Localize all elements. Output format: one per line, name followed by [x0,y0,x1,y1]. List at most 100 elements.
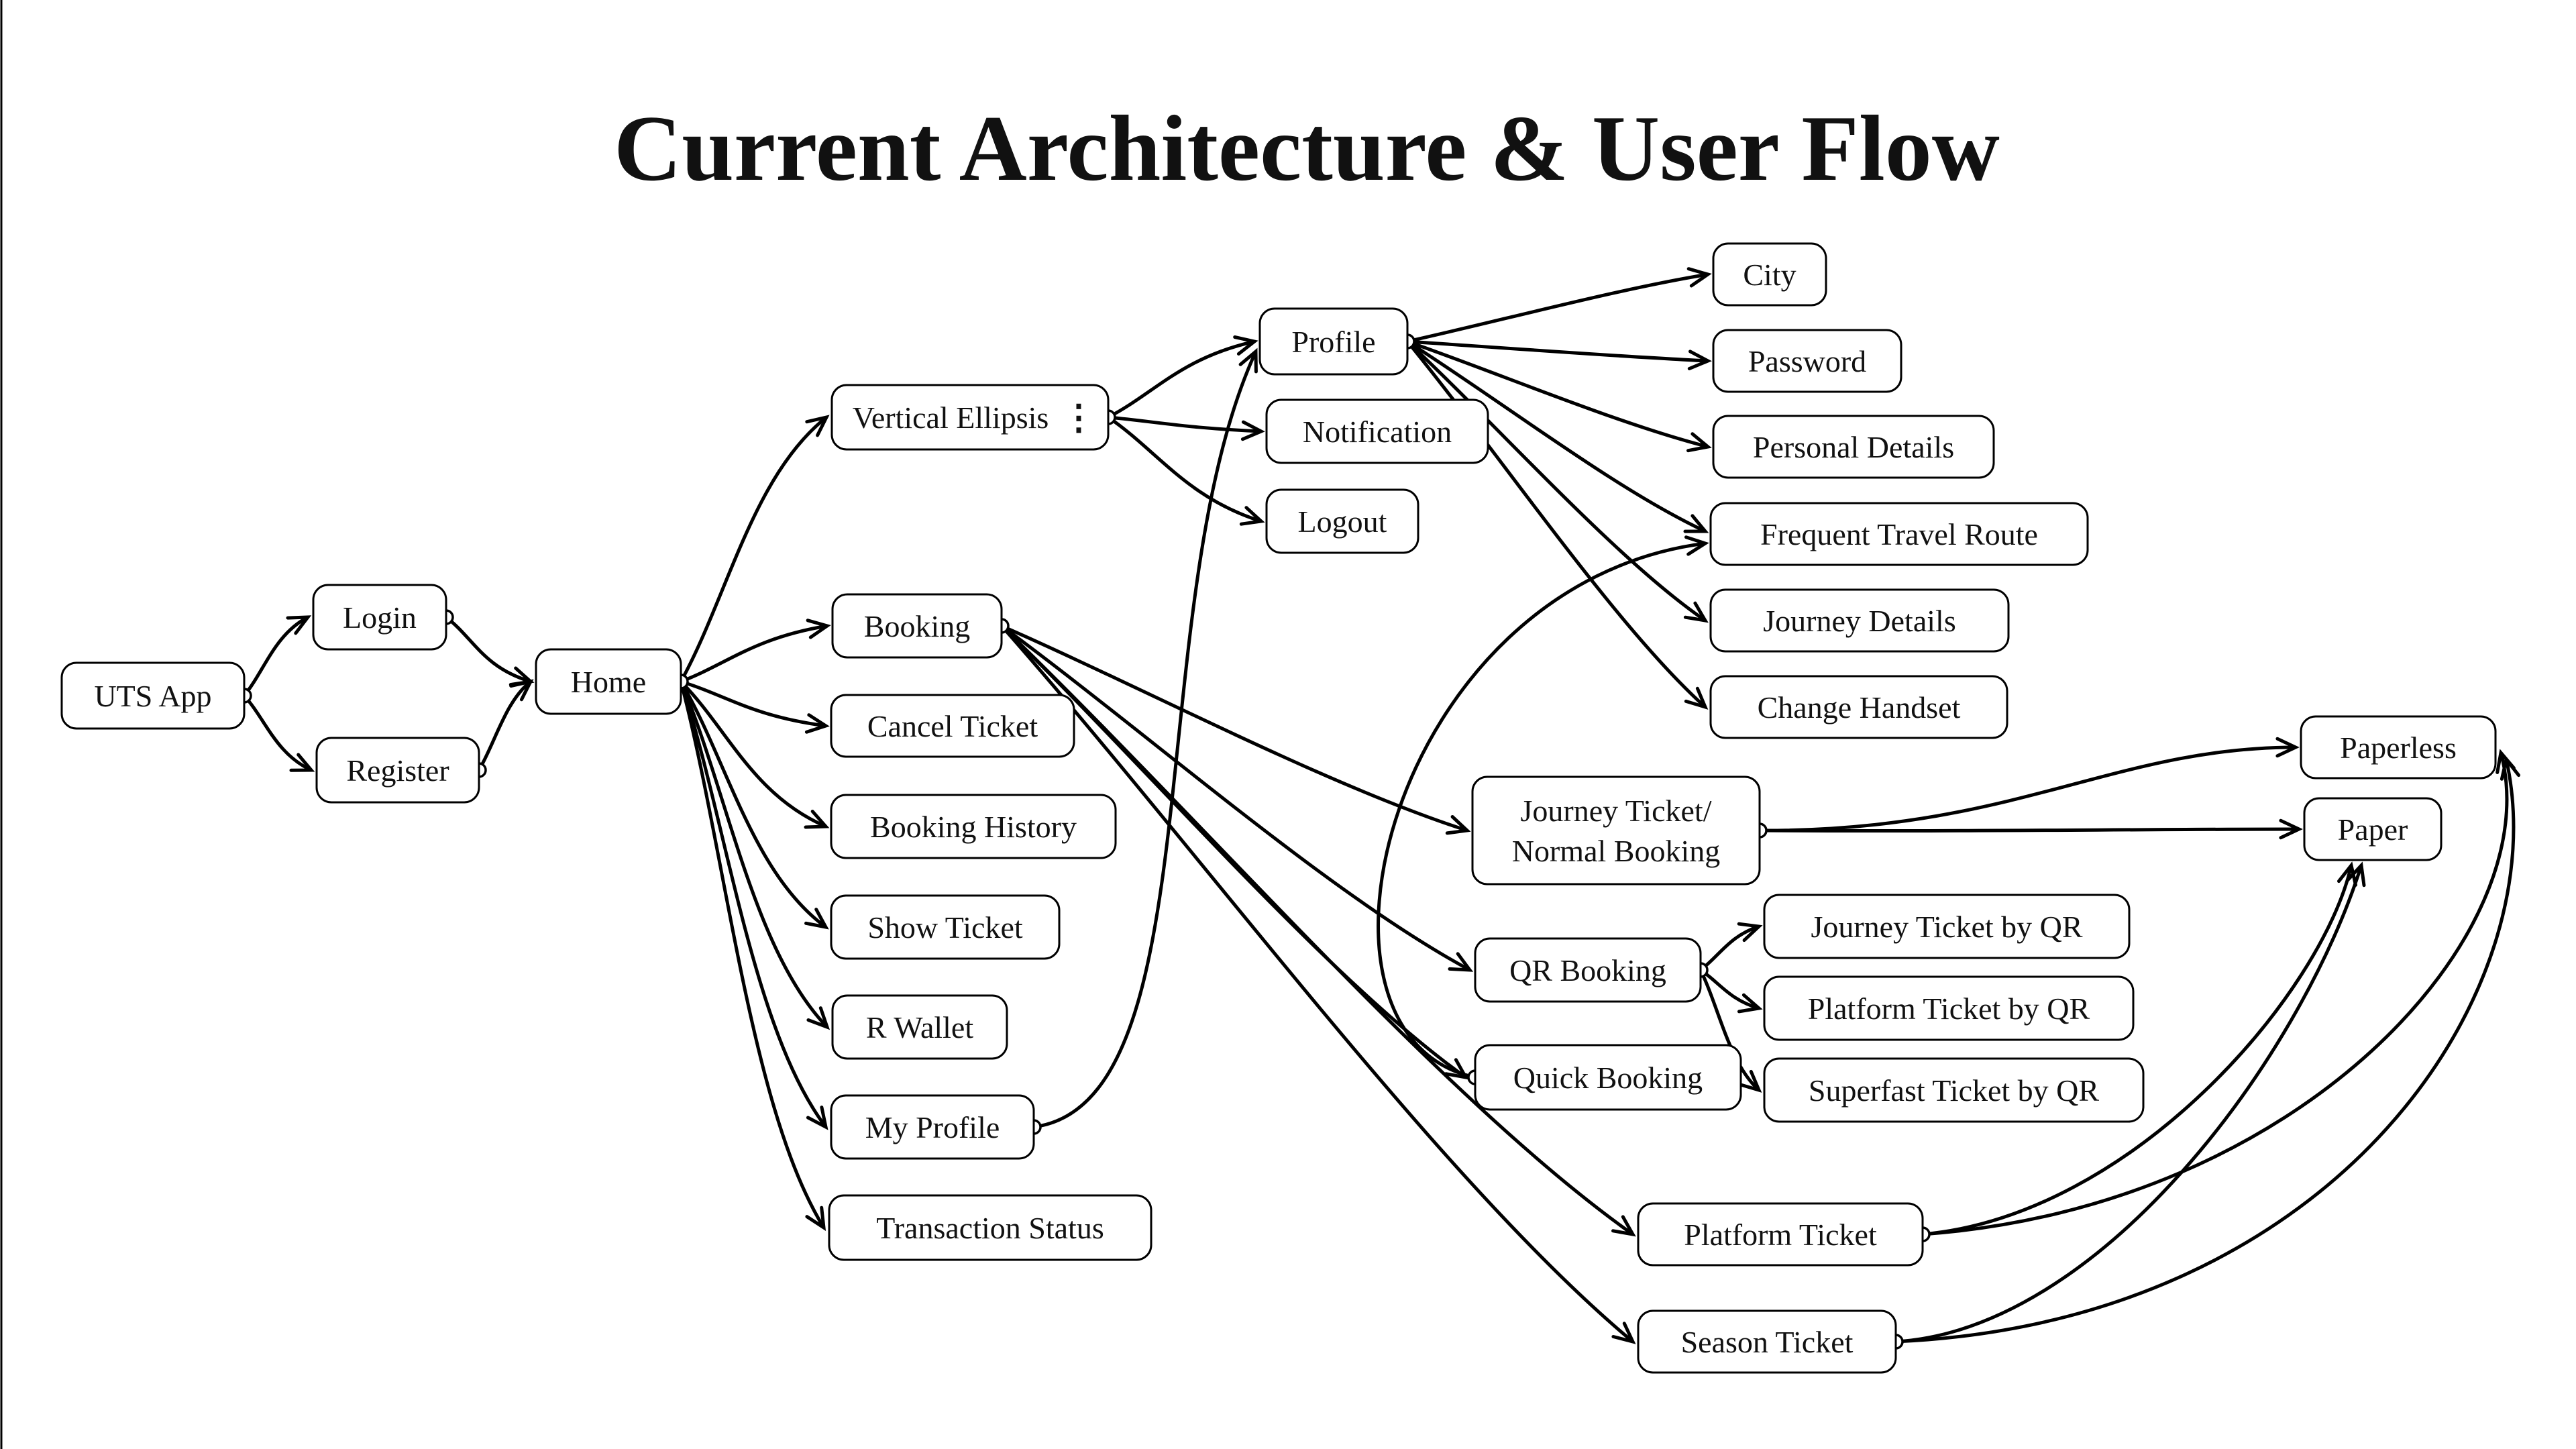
node-label: Quick Booking [1513,1061,1703,1095]
node-label: UTS App [94,679,211,713]
node-label: Password [1748,344,1866,378]
node-label: Change Handset [1758,690,1961,724]
node-box [1709,588,2010,653]
arrowhead-vertical-ellipsis [805,415,830,437]
edge-uts-app-to-login [243,615,309,697]
edge-home-to-transaction-status [679,681,826,1229]
node-home[interactable]: Home [535,648,682,715]
node-label: Booking [864,609,970,643]
node-box [830,794,1117,859]
node-frequent-travel-route[interactable]: Frequent Travel Route [1709,502,2089,566]
node-label: Paperless [2340,731,2457,765]
node-label: Frequent Travel Route [1760,517,2038,551]
arrowhead-paperless [2275,737,2300,758]
node-journey-ticket[interactable]: Journey Ticket/Normal Booking [1471,775,1761,885]
node-label-line2: Normal Booking [1512,834,1720,868]
node-box [2303,797,2443,861]
node-label: Logout [1298,504,1387,539]
node-label: Personal Details [1753,430,1954,464]
arrowhead-frequent-travel-route [1684,535,1709,556]
arrowhead-logout [1239,506,1265,526]
node-label: Login [343,600,417,635]
node-quick-booking[interactable]: Quick Booking [1474,1044,1742,1111]
arrowhead-frequent-travel-route [1683,514,1709,533]
edge-journey-ticket-to-paper [1759,827,2300,833]
node-box [1265,488,1419,554]
node-label: Journey Ticket by QR [1811,910,2082,944]
node-box [1712,329,1902,393]
arrowhead-profile [1233,335,1258,356]
edge-season-ticket-to-paper [1895,865,2363,1344]
arrowhead-cancel-ticket [804,713,830,734]
edge-home-to-booking [680,624,828,684]
node-box [830,894,1061,960]
node-notification[interactable]: Notification [1265,398,1489,464]
node-label: Superfast Ticket by QR [1809,1073,2100,1108]
node-journey-ticket-by-qr[interactable]: Journey Ticket by QR [1763,894,2131,959]
arrowhead-journey-ticket-by-qr [1737,922,1763,943]
edge-uts-app-to-register [243,694,313,772]
arrowhead-transaction-status [805,1205,826,1231]
node-transaction-status[interactable]: Transaction Status [828,1194,1152,1261]
edge-register-to-home [477,680,532,771]
node-label: Vertical Ellipsis [853,400,1049,435]
edge-profile-to-journey-details [1406,340,1707,623]
node-personal-details[interactable]: Personal Details [1712,415,1995,479]
node-paper[interactable]: Paper [2303,797,2443,861]
arrowhead-show-ticket [804,908,829,930]
node-label: Register [346,753,449,788]
node-label: Season Ticket [1681,1325,1854,1359]
arrowhead-platform-ticket [1611,1215,1636,1237]
node-uts-app[interactable]: UTS App [60,661,246,730]
node-show-ticket[interactable]: Show Ticket [830,894,1061,960]
node-label: My Profile [865,1110,1000,1144]
edge-platform-ticket-to-paperless [1922,752,2509,1236]
node-qr-booking[interactable]: QR Booking [1474,937,1702,1003]
arrowhead-r-wallet [806,1006,830,1030]
arrowhead-paper [2337,861,2357,887]
node-password[interactable]: Password [1712,329,1902,393]
node-label: Notification [1303,415,1452,449]
node-box [1637,1202,1924,1267]
node-box [830,384,1110,451]
node-change-handset[interactable]: Change Handset [1709,675,2008,739]
node-box [830,1094,1035,1160]
edge-season-ticket-to-paperless [1895,759,2516,1344]
node-vertical-ellipsis[interactable]: Vertical Ellipsis⋮ [830,384,1110,451]
node-superfast-ticket-by-qr[interactable]: Superfast Ticket by QR [1763,1057,2145,1123]
node-label: City [1743,258,1796,292]
node-platform-ticket[interactable]: Platform Ticket [1637,1202,1924,1267]
edge-vertical-ellipsis-to-notification [1108,415,1262,433]
edge-home-to-vertical-ellipsis [679,416,828,683]
node-register[interactable]: Register [315,737,480,804]
page-title: Current Architecture & User Flow [614,97,2000,201]
arrowhead-city [1686,267,1712,288]
node-journey-details[interactable]: Journey Details [1709,588,2010,653]
node-paperless[interactable]: Paperless [2300,715,2497,780]
node-booking-history[interactable]: Booking History [830,794,1117,859]
edge-vertical-ellipsis-to-profile [1107,339,1255,419]
node-cancel-ticket[interactable]: Cancel Ticket [830,694,1075,758]
edge-journey-ticket-to-paperless [1759,745,2296,833]
node-platform-ticket-by-qr[interactable]: Platform Ticket by QR [1763,975,2135,1041]
node-box [1258,307,1409,376]
node-label: Show Ticket [867,910,1023,945]
node-box [1265,398,1489,464]
arrowhead-personal-details [1686,432,1712,453]
node-season-ticket[interactable]: Season Ticket [1637,1309,1897,1374]
edge-profile-to-personal-details [1407,339,1709,449]
edge-home-to-r-wallet [679,681,828,1028]
edge-booking-to-qr-booking [1000,624,1471,972]
edge-home-to-my-profile [679,681,827,1128]
node-login[interactable]: Login [312,584,447,651]
node-profile[interactable]: Profile [1258,307,1409,376]
node-city[interactable]: City [1712,242,1827,307]
node-box [535,648,682,715]
node-label: Booking History [870,810,1077,844]
node-my-profile[interactable]: My Profile [830,1094,1035,1160]
node-r-wallet[interactable]: R Wallet [831,994,1008,1060]
node-logout[interactable]: Logout [1265,488,1419,554]
node-booking[interactable]: Booking [831,593,1003,659]
